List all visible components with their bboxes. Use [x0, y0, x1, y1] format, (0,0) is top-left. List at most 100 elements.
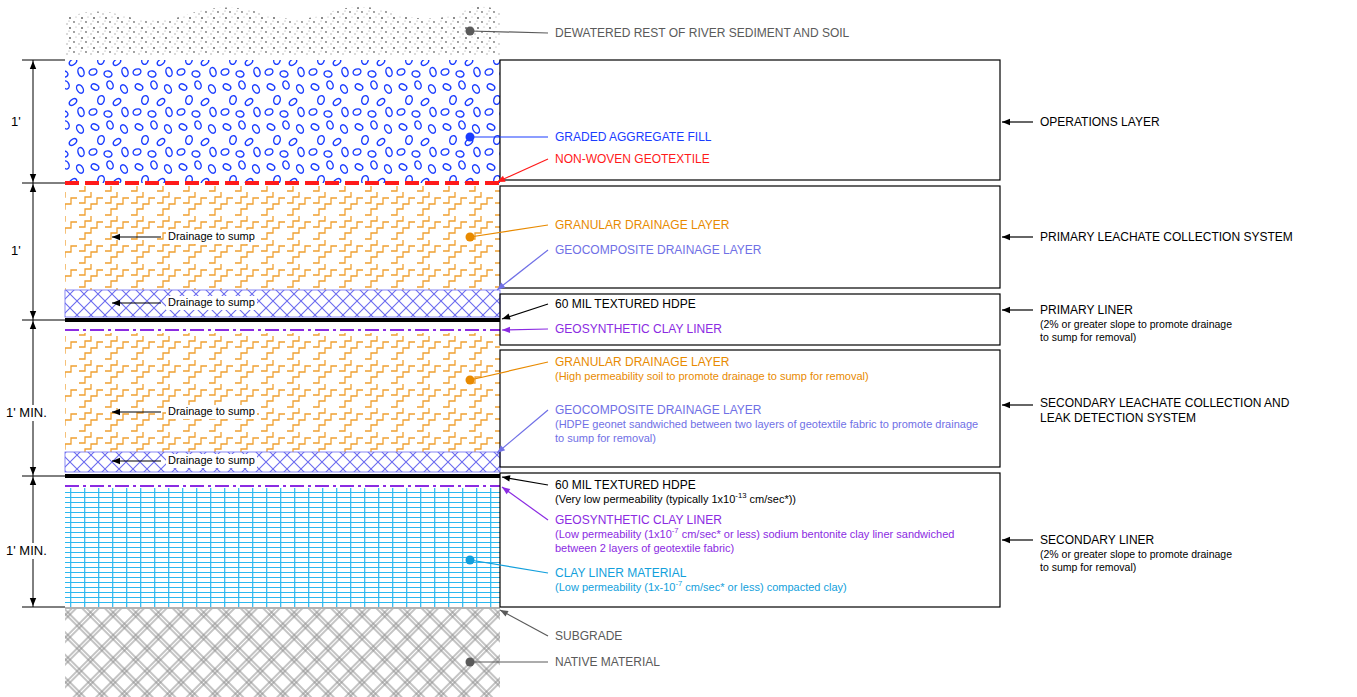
leader-dot — [466, 376, 475, 385]
native-layer — [65, 609, 500, 697]
geocomposite-layer — [65, 290, 500, 472]
flow-note: Drainage to sump — [166, 454, 257, 468]
system-brackets — [500, 350, 1000, 467]
granular-drainage-layer — [65, 186, 500, 290]
leader-arrowhead — [1002, 307, 1010, 313]
layer-label: GEOCOMPOSITE DRAINAGE LAYER — [555, 243, 975, 258]
flow-note: Drainage to sump — [166, 296, 257, 310]
leader-dot — [466, 233, 475, 242]
flow-note: Drainage to sump — [166, 405, 257, 419]
dimension-ticks — [22, 60, 65, 61]
dimension-label: 1' MIN. — [4, 543, 49, 559]
clay-layer — [65, 488, 500, 607]
leader-arrowhead — [1002, 119, 1010, 125]
layer-note: (Low permeability (1x-10-7 cm/sec* or le… — [555, 581, 985, 595]
layer-label: GEOSYNTHETIC CLAY LINER — [555, 322, 975, 337]
leader-line — [502, 304, 548, 319]
system-label: PRIMARY LINER — [1040, 303, 1280, 318]
granular-drainage-layer — [65, 333, 500, 452]
dimension-arrowhead — [30, 467, 36, 475]
leader-line — [497, 159, 548, 182]
layer-label: DEWATERED REST OF RIVER SEDIMENT AND SOI… — [555, 26, 975, 41]
layer-label: GRADED AGGREGATE FILL — [555, 130, 975, 145]
leader-line — [497, 410, 548, 453]
leader-arrowhead — [112, 409, 120, 415]
leader-arrowhead — [502, 313, 511, 319]
system-note: (2% or greater slope to promote drainage… — [1040, 548, 1240, 574]
system-label: PRIMARY LEACHATE COLLECTION SYSTEM — [1040, 230, 1340, 245]
clay-layer — [65, 488, 500, 607]
dimension-arrowhead — [30, 61, 36, 69]
leader-lines — [30, 27, 1033, 667]
leader-arrowhead — [502, 487, 510, 494]
dimension-arrowhead — [30, 184, 36, 192]
leader-line — [502, 487, 548, 520]
leader-line — [470, 661, 548, 662]
liner-lines — [65, 181, 500, 185]
leader-line — [470, 362, 548, 380]
system-brackets — [500, 473, 1000, 607]
leader-arrowhead — [1002, 234, 1010, 240]
dimension-ticks — [33, 60, 34, 607]
liner-lines — [65, 607, 500, 608]
geocomposite-layer — [65, 290, 500, 317]
leader-line — [497, 250, 548, 290]
layer-label: GEOCOMPOSITE DRAINAGE LAYER — [555, 403, 985, 418]
dimension-ticks — [22, 60, 65, 607]
liner-lines — [65, 318, 500, 322]
layer-label: NATIVE MATERIAL — [555, 655, 975, 670]
layer-label: CLAY LINER MATERIAL — [555, 566, 985, 581]
leader-arrowhead — [112, 300, 120, 306]
leader-arrowhead — [497, 445, 505, 453]
flow-note: Drainage to sump — [166, 230, 257, 244]
leader-line — [470, 136, 548, 137]
granular-drainage-layer — [65, 186, 500, 452]
system-brackets — [500, 60, 1000, 180]
layer-label: 60 MIL TEXTURED HDPE — [555, 478, 985, 493]
leader-line — [500, 610, 548, 636]
leader-arrowhead — [1002, 402, 1010, 408]
leader-dot — [466, 27, 475, 36]
system-brackets — [500, 294, 1000, 345]
layer-label: GRANULAR DRAINAGE LAYER — [555, 355, 985, 370]
leader-arrowhead — [502, 475, 510, 481]
system-label: OPERATIONS LAYER — [1040, 115, 1280, 130]
layer-label: GEOSYNTHETIC CLAY LINER — [555, 513, 985, 528]
leader-line — [470, 225, 548, 237]
dimension-ticks — [22, 183, 65, 184]
system-label: SECONDARY LEACHATE COLLECTION AND LEAK D… — [1040, 396, 1290, 426]
sediment-layer — [65, 7, 500, 55]
system-brackets — [500, 186, 1000, 288]
layer-label: GRANULAR DRAINAGE LAYER — [555, 218, 975, 233]
dimension-label: 1' MIN. — [4, 405, 49, 421]
system-note: (2% or greater slope to promote drainage… — [1040, 318, 1240, 344]
native-layer — [65, 609, 500, 697]
dimension-ticks — [22, 320, 65, 321]
leader-arrowhead — [112, 458, 120, 464]
layer-note: (Very low permeability (typically 1x10-1… — [555, 493, 985, 507]
leader-arrowhead — [502, 327, 510, 333]
liner-lines — [65, 183, 500, 608]
leader-arrowhead — [497, 176, 506, 182]
dimension-label: 1' — [9, 243, 23, 259]
dimension-label: 1' — [9, 114, 23, 130]
layer-note: (High permeability soil to promote drain… — [555, 370, 985, 384]
leader-arrowhead — [1002, 537, 1010, 543]
system-label: SECONDARY LINER — [1040, 533, 1280, 548]
dimension-arrowhead — [30, 311, 36, 319]
dimension-arrowhead — [30, 598, 36, 606]
system-brackets — [500, 60, 1000, 607]
leader-arrowhead — [112, 234, 120, 240]
layer-note: (Low permeability (1x10-7 cm/sec* or les… — [555, 528, 985, 556]
layer-label: 60 MIL TEXTURED HDPE — [555, 297, 975, 312]
aggregate-layer — [65, 60, 500, 183]
layer-label: NON-WOVEN GEOTEXTILE — [555, 152, 975, 167]
leader-arrowhead — [500, 610, 509, 617]
liner-lines — [65, 329, 500, 331]
leader-dot — [466, 658, 475, 667]
aggregate-layer — [65, 60, 500, 183]
liner-lines — [65, 474, 500, 478]
leader-arrowhead — [497, 283, 505, 290]
